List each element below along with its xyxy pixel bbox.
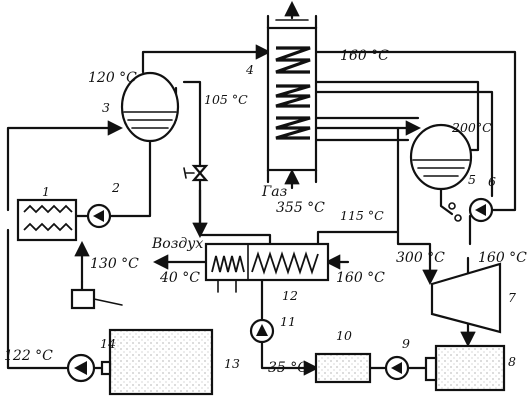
steam-drum-3 [120, 71, 180, 143]
number-12: 12 [282, 288, 298, 303]
number-1: 1 [42, 184, 50, 199]
pump-6 [448, 197, 494, 223]
engine-13 [100, 328, 214, 396]
steam-drum-5 [409, 123, 473, 191]
label-40: 40 °C [159, 270, 200, 286]
pump-14 [66, 353, 96, 383]
number-6: 6 [488, 174, 496, 189]
temperature-labels: 120 °C 160 °C 105 °C 200°C Газ 355 °C 11… [4, 48, 527, 376]
number-10: 10 [336, 328, 352, 343]
label-160-top: 160 °C [340, 48, 389, 64]
turbine-7 [430, 262, 502, 334]
unit-10 [314, 352, 372, 384]
heat-recovery-column [266, 14, 318, 184]
label-160-right: 160 °C [478, 250, 527, 266]
pump-2 [86, 203, 112, 229]
number-11: 11 [280, 314, 296, 329]
label-355: 355 °C [276, 200, 325, 216]
number-9: 9 [402, 336, 410, 351]
number-8: 8 [508, 354, 516, 369]
fan-unit [70, 288, 123, 310]
label-200: 200°C [451, 120, 492, 135]
label-gas: Газ [261, 184, 287, 200]
number-4: 4 [245, 62, 254, 77]
label-115: 115 °C [340, 208, 384, 223]
label-300: 300 °C [396, 250, 445, 266]
pump-11 [249, 318, 275, 344]
label-160-mid: 160 °C [336, 270, 385, 286]
component-numbers: 1 2 3 4 5 6 7 8 9 10 11 12 13 14 [42, 62, 516, 371]
pump-9 [384, 355, 410, 381]
label-122: 122 °C [4, 348, 53, 364]
air-cooler-12 [204, 242, 330, 293]
label-105: 105 °C [204, 92, 248, 107]
control-valve [183, 164, 209, 182]
generator-8 [424, 344, 506, 392]
number-7: 7 [508, 290, 516, 305]
pipelines [6, 0, 517, 376]
number-3: 3 [102, 100, 110, 115]
label-35: 35 °C [268, 360, 308, 376]
number-5: 5 [468, 172, 476, 187]
number-14: 14 [100, 336, 116, 351]
number-13: 13 [224, 356, 240, 371]
number-2: 2 [111, 180, 120, 195]
heat-exchanger-1 [16, 198, 78, 242]
label-130: 130 °C [90, 256, 139, 272]
label-120: 120 °C [88, 70, 137, 86]
label-air: Воздух [151, 236, 203, 252]
